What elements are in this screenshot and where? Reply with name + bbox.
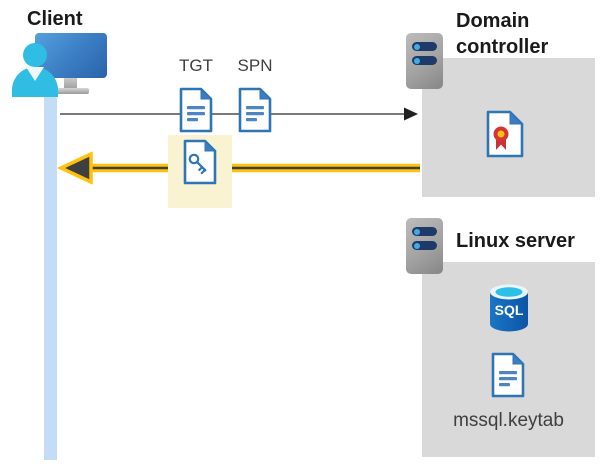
server-slot bbox=[412, 42, 437, 51]
server-dot bbox=[414, 228, 420, 235]
server-slot bbox=[412, 227, 437, 236]
linux-server-icon bbox=[406, 218, 443, 274]
server-slot bbox=[412, 56, 437, 65]
client-lifeline-bar bbox=[44, 95, 57, 460]
server-slot bbox=[412, 241, 437, 250]
client-label: Client bbox=[27, 8, 83, 30]
monitor-stand-base bbox=[56, 88, 89, 94]
key-icon bbox=[188, 153, 207, 175]
response-arrow-left bbox=[56, 151, 420, 185]
monitor-stand bbox=[64, 78, 77, 89]
server-dot bbox=[414, 242, 420, 249]
user-body bbox=[12, 67, 58, 97]
user-icon bbox=[23, 43, 47, 67]
key-document-icon bbox=[183, 139, 217, 185]
spn-document-icon bbox=[238, 87, 272, 133]
user-collar bbox=[26, 67, 44, 81]
keytab-document-icon bbox=[491, 352, 525, 398]
certificate-icon bbox=[486, 110, 524, 158]
server-dot bbox=[414, 57, 420, 64]
linux-server-label: Linux server bbox=[456, 230, 575, 252]
sql-database-icon: SQL bbox=[490, 284, 528, 332]
domain-controller-label: Domain controller bbox=[456, 10, 549, 58]
tgt-document-icon bbox=[179, 87, 213, 133]
spn-label: SPN bbox=[237, 56, 273, 75]
client-workstation-icon bbox=[12, 33, 112, 97]
domain-controller-server-icon bbox=[406, 33, 443, 89]
tgt-label: TGT bbox=[179, 56, 213, 75]
server-dot bbox=[414, 43, 420, 50]
request-arrow-right bbox=[60, 107, 418, 121]
keytab-filename: mssql.keytab bbox=[453, 410, 564, 431]
sql-badge-text: SQL bbox=[495, 302, 524, 318]
